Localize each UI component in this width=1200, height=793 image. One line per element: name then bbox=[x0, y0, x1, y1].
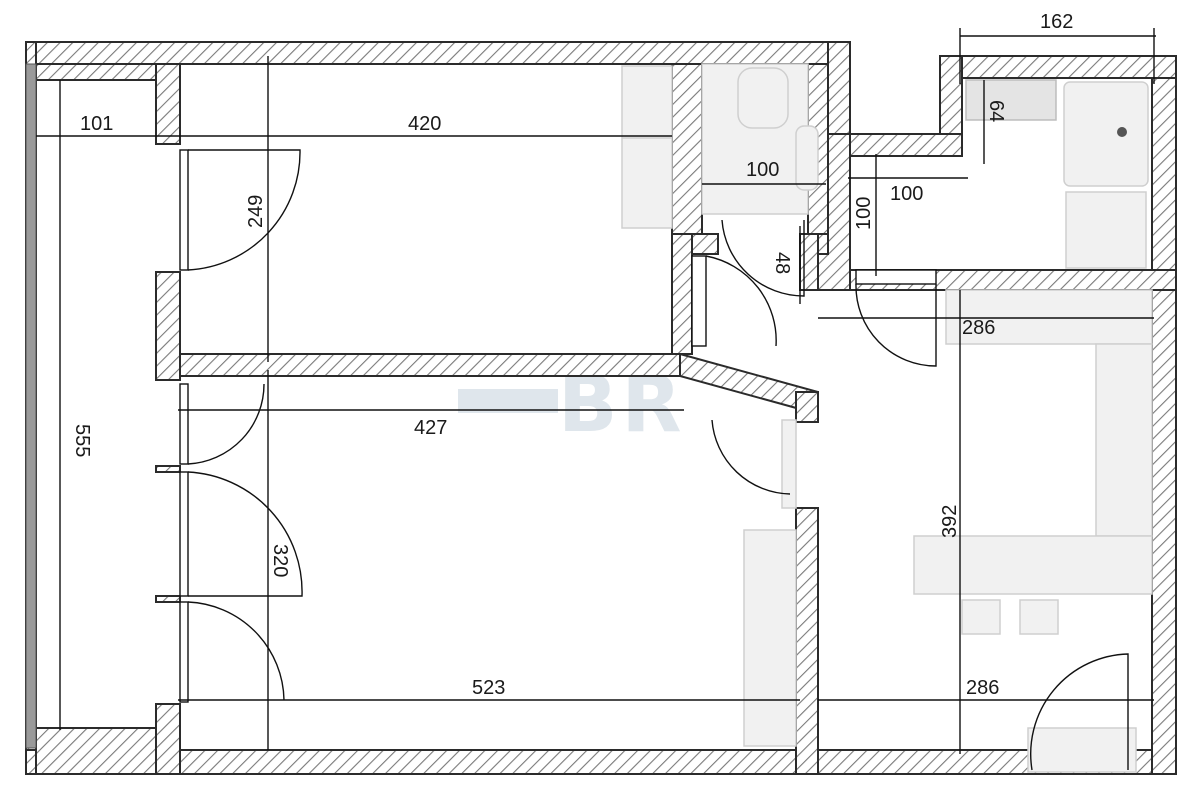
bath-washer bbox=[965, 79, 1057, 121]
walls bbox=[25, 41, 1177, 775]
wardrobe-room1 bbox=[621, 65, 673, 229]
dimension-lines bbox=[36, 28, 1156, 754]
shower-icon bbox=[1063, 81, 1149, 187]
kitchen-counter-top bbox=[945, 289, 1153, 345]
dim-door-gap: 48 bbox=[771, 252, 793, 274]
door-room1-swing bbox=[187, 149, 301, 271]
kitchen-table bbox=[913, 535, 1153, 595]
right-wall bbox=[1151, 55, 1177, 775]
dim-kitchen-top: 286 bbox=[962, 317, 995, 339]
loggia-top-wall bbox=[35, 63, 157, 81]
dim-loggia-width: 101 bbox=[80, 113, 113, 135]
loggia-wall-3 bbox=[155, 465, 181, 473]
loggia-wall-1 bbox=[155, 63, 181, 145]
loggia-wall-2 bbox=[155, 271, 181, 381]
kitchen-counter-side bbox=[1095, 343, 1153, 537]
room-divider-wall bbox=[179, 353, 681, 377]
top-wall bbox=[25, 41, 851, 65]
door-wc-swing bbox=[721, 219, 805, 297]
dim-room1-length: 420 bbox=[408, 113, 441, 135]
door-bath-swing bbox=[855, 283, 937, 367]
door-frame-room2 bbox=[781, 419, 797, 509]
entrance-door-swing bbox=[1030, 653, 1129, 771]
door-room2-swing bbox=[711, 419, 791, 495]
door-bath bbox=[855, 269, 937, 285]
room1-right-wall bbox=[671, 63, 703, 255]
door-hall bbox=[691, 255, 707, 347]
drain-icon bbox=[1117, 127, 1127, 137]
loggia-glass bbox=[25, 63, 37, 749]
room2-right-wall bbox=[795, 507, 819, 775]
hall-wall-c bbox=[799, 233, 819, 291]
loggia-bottom-wall bbox=[35, 727, 157, 775]
dim-hall-width: 100 bbox=[890, 183, 923, 205]
loggia-wall-5 bbox=[155, 703, 181, 775]
room2-right-top bbox=[795, 391, 819, 423]
dim-bath-width: 162 bbox=[1040, 11, 1073, 33]
door-loggia-2 bbox=[179, 471, 189, 597]
chair-1 bbox=[961, 599, 1001, 635]
dim-room1-width: 249 bbox=[245, 195, 267, 228]
door-hall-swing bbox=[705, 255, 777, 347]
bottom-wall bbox=[25, 749, 1177, 775]
doors bbox=[179, 149, 1129, 771]
dim-loggia-length: 555 bbox=[71, 424, 93, 457]
toilet-icon bbox=[737, 67, 789, 129]
door-loggia-2-swing bbox=[187, 471, 303, 597]
dimension-labels: 162 101 420 100 100 286 427 523 286 249 … bbox=[71, 11, 1073, 699]
door-loggia-1 bbox=[179, 383, 189, 465]
bath-top-wall bbox=[939, 55, 1177, 79]
entrance-door-frame bbox=[1027, 727, 1137, 773]
sink-wc-icon bbox=[795, 125, 819, 191]
door-room1 bbox=[179, 149, 189, 271]
bath-cabinet bbox=[1065, 191, 1147, 269]
door-loggia-1-swing bbox=[187, 383, 265, 465]
dim-kitchen-depth: 392 bbox=[939, 505, 961, 538]
wardrobe-room2 bbox=[743, 529, 797, 747]
dim-total-length: 523 bbox=[472, 677, 505, 699]
door-loggia-3-swing bbox=[187, 601, 285, 701]
hall-wall-b bbox=[671, 233, 693, 355]
dim-room2-length: 427 bbox=[414, 417, 447, 439]
loggia-wall-4 bbox=[155, 595, 181, 603]
dim-room2-width: 320 bbox=[269, 544, 291, 577]
dim-wc-width: 100 bbox=[746, 159, 779, 181]
dim-hall-depth: 100 bbox=[853, 197, 875, 230]
chair-2 bbox=[1019, 599, 1059, 635]
door-loggia-3 bbox=[179, 601, 189, 703]
dim-bath-gap: 64 bbox=[985, 100, 1007, 122]
furniture bbox=[621, 63, 1153, 773]
dim-kitchen-bottom: 286 bbox=[966, 677, 999, 699]
